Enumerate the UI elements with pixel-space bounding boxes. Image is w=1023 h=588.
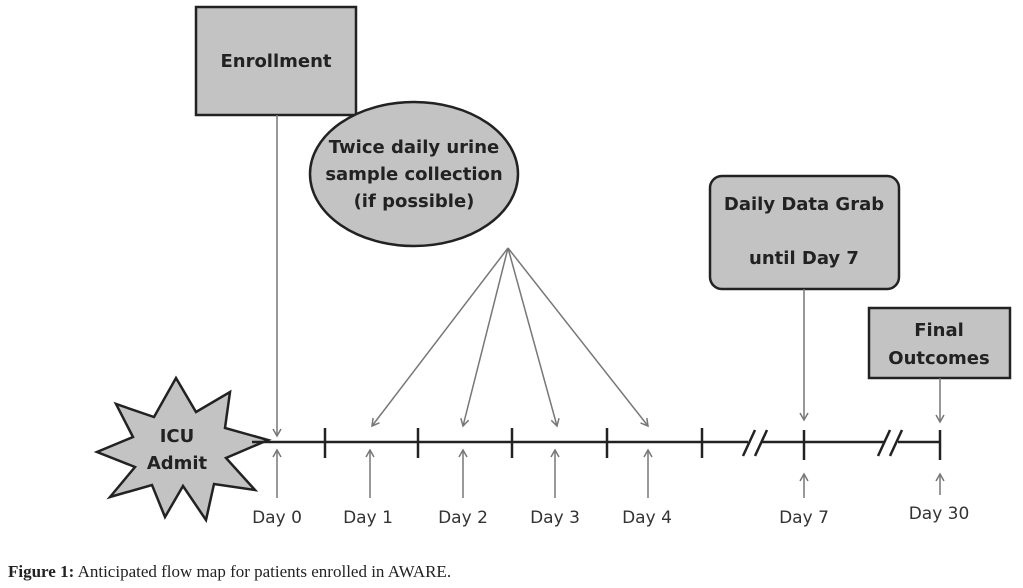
urine-label-2: sample collection [325, 164, 502, 185]
final-label-2: Outcomes [888, 348, 989, 369]
enrollment-label: Enrollment [220, 51, 331, 72]
day-3-label: Day 3 [530, 508, 580, 528]
day-30-label: Day 30 [909, 504, 970, 524]
daily-data-grab-box [708, 174, 901, 291]
final-label-1: Final [914, 320, 964, 341]
urine-collection-ellipse [308, 100, 520, 248]
figure-caption: Figure 1: Anticipated flow map for patie… [8, 562, 451, 582]
day-2-label: Day 2 [438, 508, 488, 528]
day-4-label: Day 4 [622, 508, 672, 528]
data-grab-label-2: until Day 7 [749, 248, 859, 269]
urine-arrows [371, 247, 649, 428]
caption-label: Figure 1: [8, 562, 75, 581]
enrollment-box [194, 5, 358, 117]
day-1-label: Day 1 [343, 508, 393, 528]
urine-label-3: (if possible) [354, 191, 475, 212]
day-0-label: Day 0 [252, 508, 302, 528]
timeline [252, 428, 942, 460]
icu-label-2: Admit [147, 453, 208, 474]
icu-admit-star [93, 375, 272, 524]
urine-label-1: Twice daily urine [329, 137, 500, 158]
caption-text: Anticipated flow map for patients enroll… [74, 562, 452, 581]
day-7-label: Day 7 [779, 508, 829, 528]
day-arrows [272, 448, 945, 498]
data-grab-label-1: Daily Data Grab [724, 194, 884, 215]
icu-label-1: ICU [160, 426, 195, 447]
